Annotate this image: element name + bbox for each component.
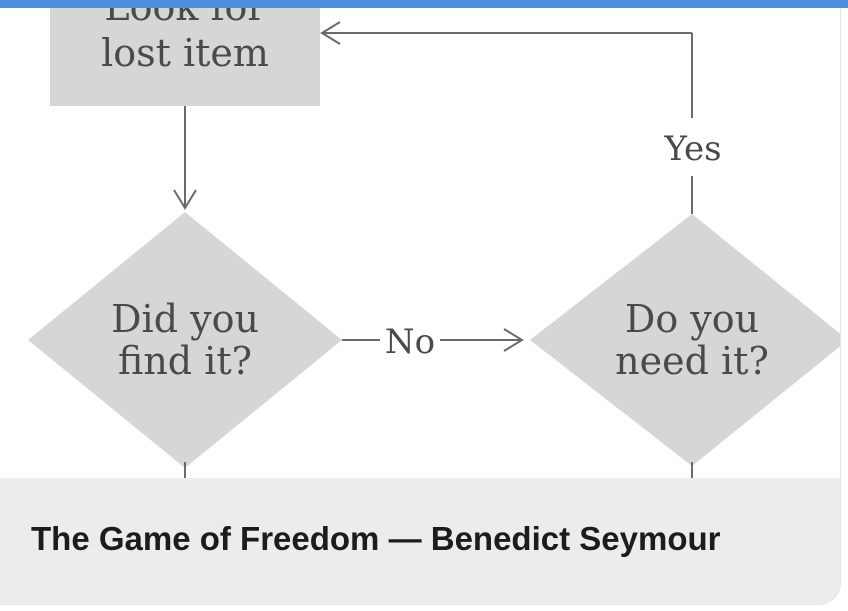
link-preview-title[interactable]: The Game of Freedom — Benedict Seymour	[31, 520, 721, 557]
arrow-box-to-decision	[173, 106, 197, 210]
decision-right-line-1: Do you	[625, 297, 759, 341]
edge-label-no: No	[385, 322, 435, 362]
arrow-no	[342, 328, 524, 352]
decision-diamond-do-you-need-it	[530, 214, 840, 466]
box-label-line-2: lost item	[101, 31, 269, 75]
arrow-yes-loop	[320, 21, 693, 214]
decision-left-line-1: Did you	[111, 297, 259, 341]
edge-label-yes: Yes	[663, 129, 721, 169]
decision-left-line-2: find it?	[118, 339, 252, 383]
decision-right-line-2: need it?	[615, 339, 769, 383]
link-preview-caption[interactable]	[0, 478, 840, 604]
decision-diamond-did-you-find-it	[28, 212, 342, 468]
flowchart-box-look-for-lost-item	[50, 0, 320, 106]
flowchart-image: Look for lost item Did you find it? No D…	[28, 0, 840, 478]
accent-top-bar	[0, 0, 848, 8]
